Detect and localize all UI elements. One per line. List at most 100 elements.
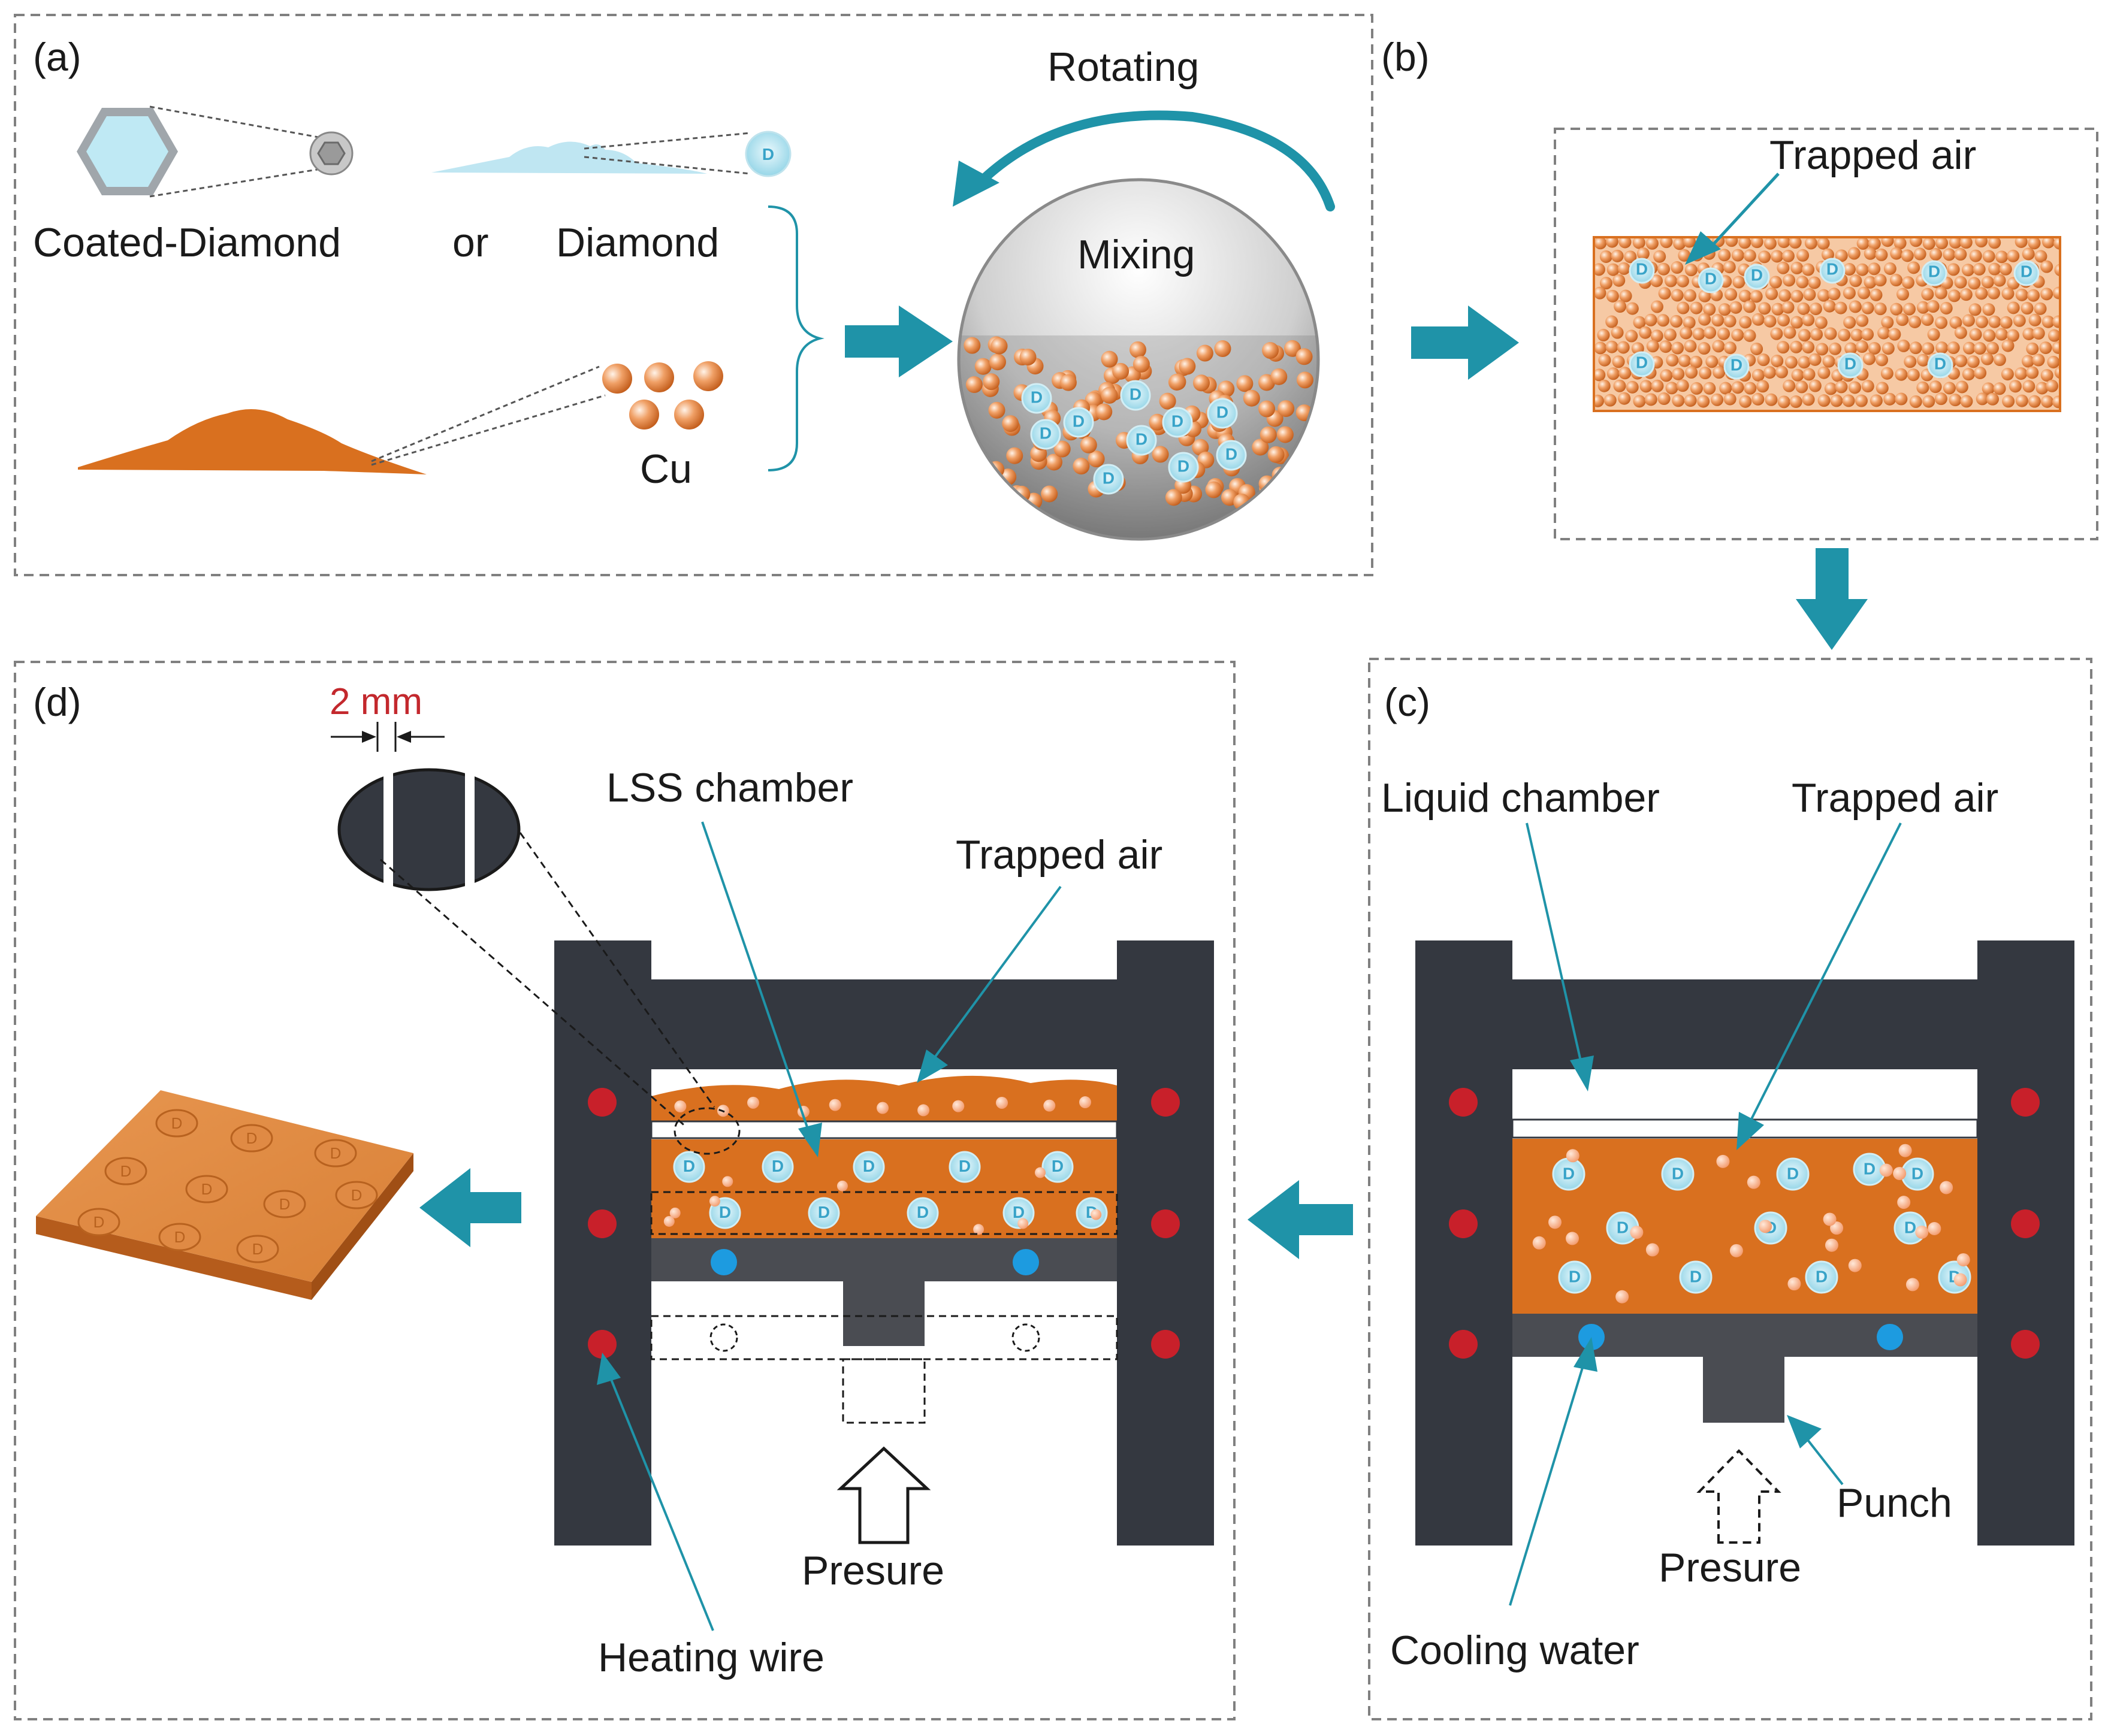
cu-particle [1633, 316, 1646, 329]
cu-particle [2039, 341, 2052, 355]
flow-arrow-left [1248, 1180, 1353, 1259]
trapped-air-bubble [973, 1224, 984, 1235]
cooling-water-pointer [1509, 1359, 1586, 1606]
cu-particle [1778, 289, 1792, 302]
diamond-particle-letter: D [1171, 412, 1183, 431]
cu-particle [1673, 237, 1686, 250]
cu-particle [1798, 356, 1811, 369]
cu-particle [1888, 328, 1901, 341]
diamond-particle-letter: D [1904, 1218, 1916, 1236]
diamond-particle-letter: D [1013, 1203, 1025, 1221]
cu-particle [2002, 395, 2015, 408]
cu-particle [1910, 237, 1923, 247]
trapped-air-bubble [669, 1207, 681, 1218]
cu-particle [1922, 237, 1935, 250]
cu-particle [1856, 314, 1869, 327]
cu-particle [2041, 315, 2055, 328]
zoom-line [584, 156, 751, 175]
cu-particle [1059, 374, 1077, 391]
cu-particle [2026, 366, 2039, 379]
diamond-particle [1041, 1151, 1074, 1183]
diamond-particle [1093, 464, 1124, 495]
cu-particle [1890, 247, 1903, 260]
cu-particle [2015, 237, 2028, 248]
cu-particle [1973, 342, 1986, 355]
cu-particle [1041, 485, 1058, 503]
cu-particle [1934, 286, 1947, 300]
cu-particle [1802, 368, 1816, 381]
cu-particle [1594, 394, 1604, 407]
cu-particle [1777, 313, 1790, 326]
cu-particle [1843, 316, 1856, 329]
cu-particle [1986, 341, 1999, 355]
cu-particle [1751, 392, 1765, 406]
diamond-particle [1744, 264, 1770, 290]
diamond-particle-letter: D [917, 1203, 929, 1221]
cu-particle [2007, 301, 2020, 314]
cu-particle [1698, 342, 1711, 355]
heating-wire-dot [1449, 1209, 1478, 1238]
diamond-particle [949, 1151, 981, 1183]
cu-particle [1803, 288, 1816, 301]
cu-particle [2028, 237, 2041, 250]
diamond-particle [1030, 419, 1061, 450]
cu-particle [1704, 326, 1717, 339]
curly-brace [768, 205, 825, 471]
cu-particle [2022, 380, 2035, 393]
packed-powder-outline [1593, 236, 2061, 412]
cooling-water-channel [711, 1249, 737, 1275]
cu-particle [1683, 316, 1696, 329]
cu-particle [1995, 328, 2008, 341]
trapped-air-bubble [1928, 1221, 1941, 1235]
heating-wire-dot [1151, 1209, 1180, 1238]
cu-particle [1993, 382, 2006, 395]
cu-particle [1243, 389, 1260, 407]
cu-particle [1895, 392, 1908, 406]
cu-particle [1152, 446, 1169, 463]
diamond-particle [2013, 260, 2040, 286]
cu-particle [1808, 353, 1822, 366]
cu-particle [1651, 379, 1664, 392]
cu-particle [1856, 263, 1869, 276]
cu-particle [1671, 289, 1684, 302]
diamond-particle [673, 1151, 705, 1183]
cu-particle [1650, 274, 1663, 288]
cu-particle [1599, 250, 1612, 263]
diamond-particle-letter: D [1705, 269, 1717, 288]
trapped-air-pointer [934, 885, 1062, 1058]
cu-particle [2052, 315, 2060, 328]
cu-particle [1626, 302, 1639, 315]
trapped-air-bubble [1566, 1149, 1579, 1163]
cu-particle [1073, 458, 1090, 475]
cu-particle [1999, 262, 2012, 276]
cu-particle [1193, 374, 1210, 392]
cu-particle [1101, 386, 1118, 404]
cu-particle [1639, 326, 1652, 339]
diamond-particle [1927, 352, 1953, 379]
cu-particle [1901, 276, 1914, 289]
cu-particle [1725, 288, 1738, 301]
cu-particle [2007, 249, 2020, 262]
cu-particle [1625, 329, 1638, 343]
diamond-particle-letter: D [1911, 1164, 1923, 1182]
cu-particle [1738, 237, 1751, 249]
cu-particle [1797, 302, 1810, 315]
cu-particle [2001, 339, 2015, 352]
press-frame-left-column [1415, 940, 1512, 1546]
cu-particle [1599, 277, 1612, 290]
slab-diamond-mark [185, 1175, 228, 1203]
cu-particle [1677, 301, 1690, 314]
cu-particle [1829, 342, 1842, 355]
cu-particle [1260, 426, 1277, 443]
trapped-air-bubble [1940, 1181, 1953, 1194]
cu-particle [1624, 250, 1637, 264]
diamond-particle [1126, 425, 1157, 456]
heating-wire-dot [2011, 1330, 2040, 1359]
cu-particle [2059, 383, 2060, 387]
cu-particle [1973, 262, 1986, 276]
cu-particle [1769, 276, 1782, 289]
diamond-particle-letter: D [1031, 388, 1043, 407]
cu-particle [1658, 287, 1671, 300]
trapped-air-bubble [877, 1102, 889, 1114]
